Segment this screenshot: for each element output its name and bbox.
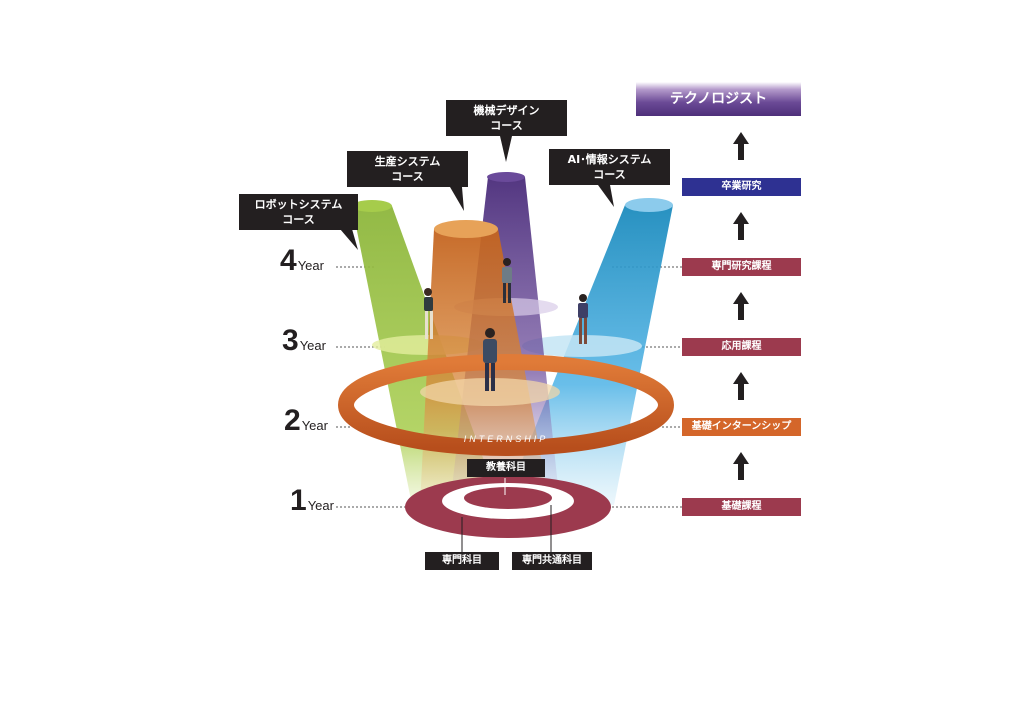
student-figure-2 [502, 258, 512, 303]
base-target [405, 476, 611, 553]
year-2-label: 2 Year [284, 404, 328, 438]
tag-specialized-subjects: 専門科目 [425, 552, 499, 570]
step-applied-course: 応用課程 [682, 338, 801, 356]
course-design-label: 機械デザイン コース [473, 104, 540, 132]
student-figure-3 [578, 294, 588, 344]
year-4-unit: Year [297, 258, 324, 273]
year-4-number: 4 [280, 244, 297, 277]
step-advanced-research: 専門研究課程 [682, 258, 801, 276]
step-basic-course: 基礎課程 [682, 498, 801, 516]
year-1-label: 1 Year [290, 484, 334, 518]
progress-arrows [733, 132, 749, 480]
course-production-label: 生産システム コース [374, 155, 441, 183]
goal-technologist: テクノロジスト [636, 82, 801, 116]
course-ai-label: AI･情報システム コース [567, 153, 652, 181]
year-4-label: 4 Year [280, 244, 324, 278]
year-2-unit: Year [301, 418, 328, 433]
year-3-unit: Year [299, 338, 326, 353]
year-3-label: 3 Year [282, 324, 326, 358]
callout-robot-course: ロボットシステム コース [239, 194, 358, 230]
year-1-unit: Year [307, 498, 334, 513]
callout-design-course: 機械デザイン コース [446, 100, 567, 136]
year-1-number: 1 [290, 484, 307, 517]
callout-pointers [340, 136, 614, 250]
course-robot-label: ロボットシステム コース [254, 198, 343, 226]
internship-label: INTERNSHIP [464, 434, 549, 444]
year-3-number: 3 [282, 324, 299, 357]
tag-liberal-arts: 教養科目 [467, 459, 545, 477]
student-figure-4 [483, 328, 497, 391]
student-figure-1 [424, 288, 433, 339]
callout-ai-course: AI･情報システム コース [549, 149, 670, 185]
step-basic-internship: 基礎インターンシップ [682, 418, 801, 436]
internship-ring [338, 354, 674, 456]
year-2-number: 2 [284, 404, 301, 437]
tag-common-specialized-subjects: 専門共通科目 [512, 552, 592, 570]
callout-production-course: 生産システム コース [347, 151, 468, 187]
step-graduation-research: 卒業研究 [682, 178, 801, 196]
